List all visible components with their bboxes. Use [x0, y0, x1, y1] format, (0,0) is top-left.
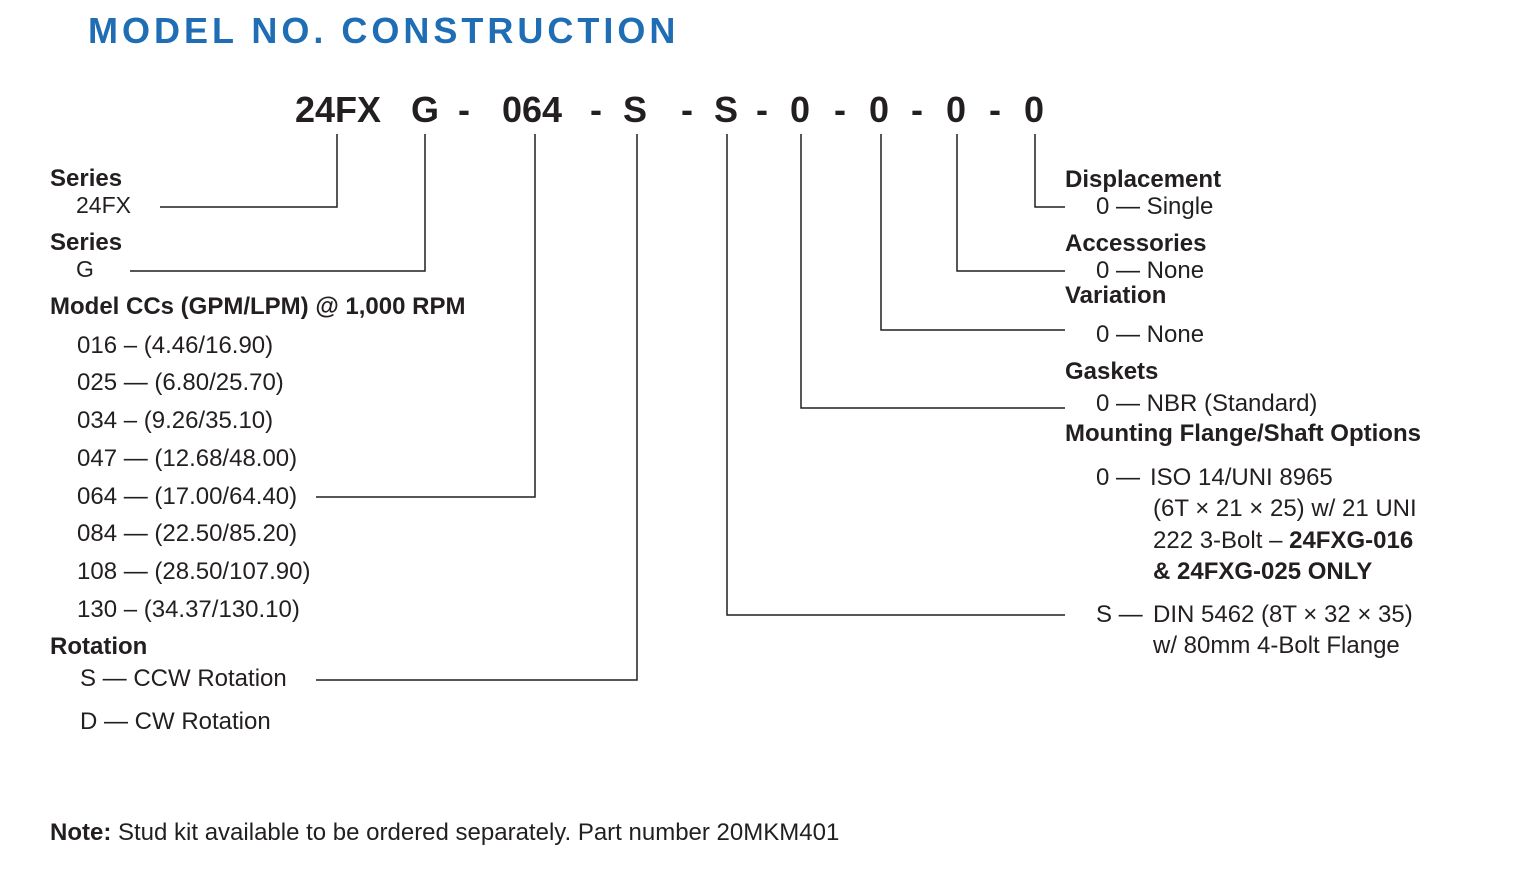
- variation-heading: Variation: [1065, 282, 1167, 309]
- series-g-value: G: [76, 256, 94, 282]
- note-label: Note:: [50, 819, 112, 846]
- variation-value: 0 — None: [1096, 321, 1205, 348]
- series-value: 24FX: [76, 192, 131, 218]
- series-heading: Series: [50, 165, 123, 192]
- model-cc-item: 108 — (28.50/107.90): [77, 558, 311, 585]
- series-g-heading: Series: [50, 229, 123, 256]
- accessories-heading: Accessories: [1065, 230, 1207, 257]
- connector-accessories: [956, 134, 1065, 272]
- code-dash: -: [834, 89, 846, 130]
- connector-displacement: [1034, 134, 1065, 208]
- note-text: Stud kit available to be ordered separat…: [111, 819, 840, 846]
- code-dash: -: [911, 89, 923, 130]
- code-rotation: S: [622, 89, 648, 130]
- connector-series-g: [130, 134, 426, 272]
- code-dash: -: [989, 89, 1001, 130]
- connector-variation: [880, 134, 1065, 331]
- code-dash: -: [590, 89, 602, 130]
- code-dash: -: [458, 89, 470, 130]
- gaskets-value: 0 — NBR (Standard): [1096, 390, 1318, 417]
- code-displacement: 0: [1023, 89, 1045, 130]
- connector-series: [160, 134, 338, 208]
- code-model-cc: 064: [501, 89, 563, 130]
- accessories-value: 0 — None: [1096, 257, 1205, 284]
- connector-model-cc: [316, 134, 536, 498]
- connector-rotation: [316, 134, 638, 681]
- connector-gaskets: [800, 134, 1065, 409]
- code-accessories: 0: [945, 89, 967, 130]
- mounting-heading: Mounting Flange/Shaft Options: [1065, 420, 1421, 447]
- connector-mounting: [726, 134, 1065, 616]
- code-dash: -: [756, 89, 768, 130]
- model-cc-item: 047 — (12.68/48.00): [77, 445, 298, 472]
- mounting-opt0-line2: (6T × 21 × 25) w/ 21 UNI: [1153, 495, 1417, 522]
- model-cc-item: 025 — (6.80/25.70): [77, 369, 284, 396]
- page-title: MODEL NO. CONSTRUCTION: [88, 10, 680, 51]
- rotation-item: D — CW Rotation: [80, 708, 271, 735]
- code-gaskets: 0: [789, 89, 811, 130]
- model-cc-item: 016 – (4.46/16.90): [77, 332, 274, 359]
- mounting-optS-line2: w/ 80mm 4-Bolt Flange: [1153, 632, 1400, 659]
- rotation-item: S — CCW Rotation: [80, 665, 287, 692]
- code-mounting: S: [713, 89, 739, 130]
- model-cc-item: 034 – (9.26/35.10): [77, 407, 274, 434]
- model-cc-item: 130 – (34.37/130.10): [77, 596, 300, 623]
- gaskets-heading: Gaskets: [1065, 358, 1159, 385]
- mounting-opt0-line3-bold: 24FXG-016: [1289, 527, 1414, 554]
- model-cc-item: 064 — (17.00/64.40): [77, 483, 298, 510]
- model-ccs-heading: Model CCs (GPM/LPM) @ 1,000 RPM: [50, 293, 466, 320]
- rotation-heading: Rotation: [50, 633, 148, 660]
- mounting-optS-line1: DIN 5462 (8T × 32 × 35): [1153, 601, 1413, 628]
- displacement-value: 0 — Single: [1096, 193, 1214, 220]
- code-series-g: G: [410, 89, 440, 130]
- model-cc-item: 084 — (22.50/85.20): [77, 520, 298, 547]
- code-variation: 0: [868, 89, 890, 130]
- displacement-heading: Displacement: [1065, 166, 1222, 193]
- mounting-opt0-code: 0 —: [1096, 464, 1141, 491]
- mounting-optS-code: S —: [1096, 601, 1143, 628]
- mounting-opt0-line4: & 24FXG-025 ONLY: [1153, 558, 1373, 585]
- mounting-opt0-line3-text: 222 3-Bolt –: [1153, 527, 1290, 554]
- mounting-opt0-line3: 222 3-Bolt – 24FXG-016: [1153, 527, 1413, 555]
- code-dash: -: [681, 89, 693, 130]
- footnote: Note: Stud kit available to be ordered s…: [50, 819, 839, 847]
- code-series: 24FX: [294, 89, 382, 130]
- mounting-opt0-line1: ISO 14/UNI 8965: [1150, 464, 1333, 491]
